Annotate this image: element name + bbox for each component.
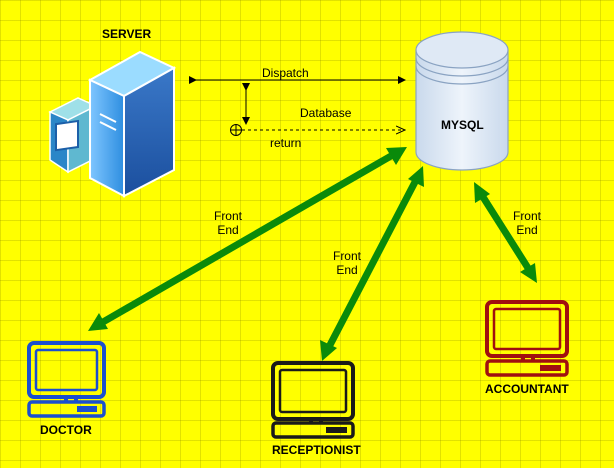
front-end-label-accountant-line1: Front <box>512 209 541 223</box>
front-end-label-doctor: Front End <box>208 209 248 237</box>
return-label: return <box>270 136 302 150</box>
front-end-arrow-receptionist <box>320 166 424 361</box>
database-label: Database <box>300 106 352 120</box>
front-end-arrow-doctor <box>88 147 407 331</box>
doctor-computer-icon <box>27 341 106 418</box>
front-end-label-accountant-line2: End <box>516 223 538 237</box>
front-end-label-doctor-line2: End <box>217 223 239 237</box>
server-icon <box>48 50 177 198</box>
accountant-computer-icon <box>485 300 569 377</box>
mysql-label: MYSQL <box>441 118 484 132</box>
doctor-label: DOCTOR <box>40 423 92 437</box>
front-end-label-receptionist: Front End <box>327 249 367 277</box>
database-icon <box>415 31 509 171</box>
front-end-label-receptionist-line1: Front <box>332 249 361 263</box>
accountant-label: ACCOUNTANT <box>485 382 569 396</box>
receptionist-computer-icon <box>271 361 355 439</box>
server-label: SERVER <box>102 27 152 41</box>
receptionist-label: RECEPTIONIST <box>272 443 361 457</box>
front-end-label-receptionist-line2: End <box>336 263 358 277</box>
front-end-label-doctor-line1: Front <box>213 209 242 223</box>
dispatch-label: Dispatch <box>262 66 309 80</box>
return-arrow <box>230 124 406 136</box>
front-end-arrow-accountant <box>474 182 537 283</box>
front-end-label-accountant: Front End <box>507 209 547 237</box>
